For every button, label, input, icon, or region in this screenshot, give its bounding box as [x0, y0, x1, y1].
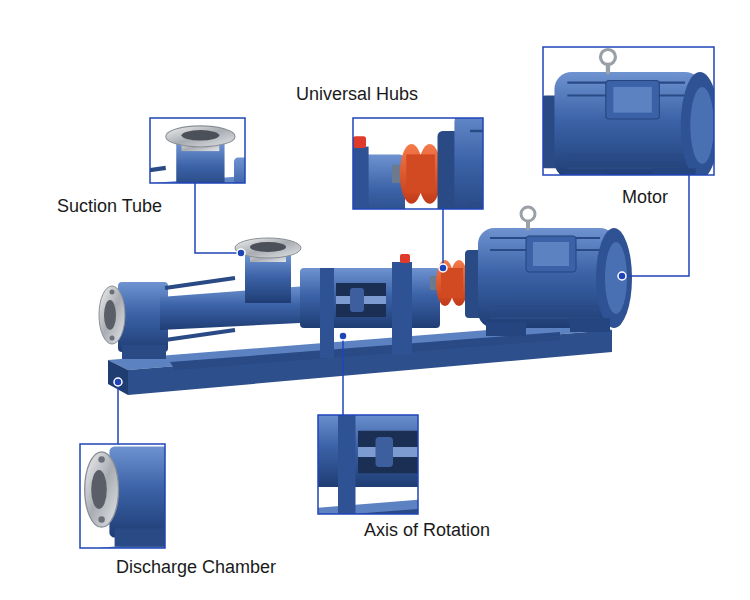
motor-inset [543, 47, 714, 175]
axis-inset [318, 415, 418, 514]
part-label: Motor [622, 187, 668, 208]
inset-frame [80, 444, 165, 548]
pump-part [353, 118, 483, 209]
pump-part [117, 386, 119, 444]
pump-part [85, 444, 165, 548]
inset-frame [353, 118, 483, 209]
part-label: Universal Hubs [296, 84, 418, 105]
part-label: Discharge Chamber [116, 557, 276, 578]
pump-main [99, 207, 632, 395]
pump-part [150, 118, 245, 183]
pump-part [195, 183, 238, 253]
pump-part [543, 49, 714, 175]
leader-lines [118, 175, 689, 444]
inset-frame [150, 118, 245, 183]
hubs-inset [353, 118, 483, 209]
pump-part [439, 264, 447, 272]
leader-dots [114, 249, 626, 386]
inset-frame [543, 47, 714, 175]
pump-part [618, 272, 626, 280]
discharge-inset [80, 444, 165, 548]
pump-part [114, 378, 122, 386]
pump-part [237, 249, 245, 257]
pump-part [339, 332, 347, 340]
inset-frame [318, 415, 418, 514]
part-label: Suction Tube [57, 196, 162, 217]
pump-part [318, 415, 418, 514]
pump-part [442, 209, 444, 264]
part-label: Axis of Rotation [364, 520, 490, 541]
suction-inset [150, 118, 245, 183]
pump-part [342, 340, 344, 415]
